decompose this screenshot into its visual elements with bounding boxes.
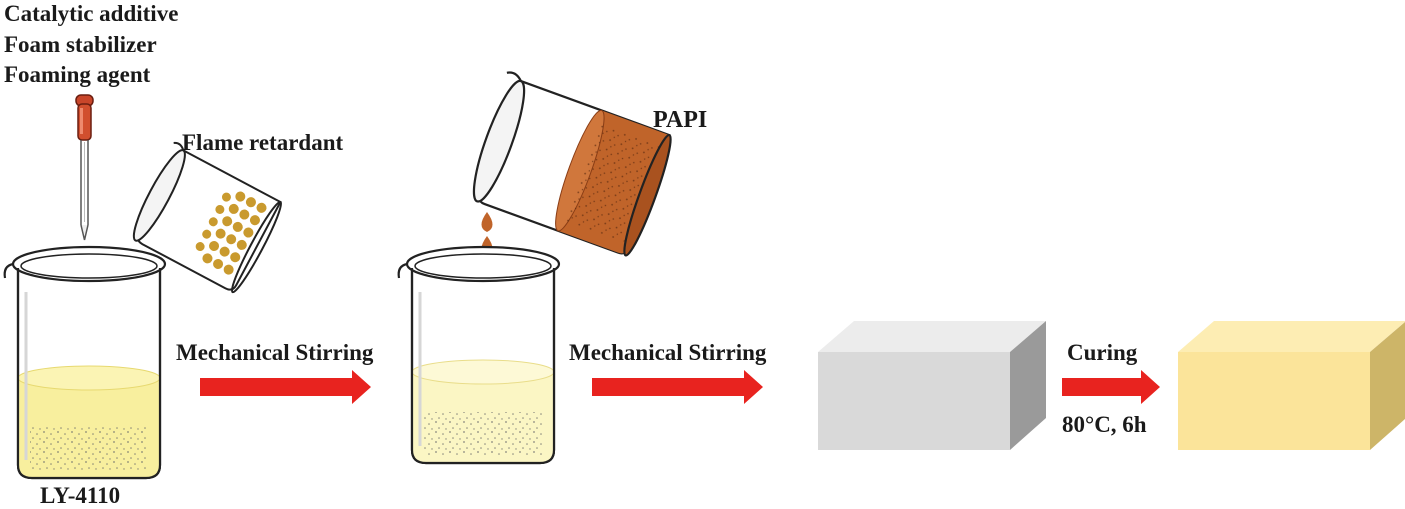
additive-labels: Catalytic additive Foam stabilizer Foami… [4,1,178,87]
beaker-icon [3,245,167,480]
beaker-icon [397,245,561,465]
additive-label-foaming: Foaming agent [4,62,151,87]
curing-label: Curing [1067,340,1138,365]
arrow-icon [200,370,371,404]
tilted-beaker-icon [472,71,672,257]
curing-condition-label: 80°C, 6h [1062,412,1147,437]
step2-label: Mechanical Stirring [569,340,767,365]
dropper-icon [75,94,94,241]
tilted-beaker-icon [132,141,283,294]
retardant-beads [195,191,267,275]
papi-label: PAPI [653,107,707,133]
foam-block-icon [1178,321,1405,450]
step1-label: Mechanical Stirring [176,340,374,365]
arrow-icon [592,370,763,404]
arrow-icon [1062,370,1160,404]
additive-label-stabilizer: Foam stabilizer [4,32,157,57]
flame-retardant-label: Flame retardant [182,130,344,155]
droplet-icon [481,212,493,232]
ly-4110-label: LY-4110 [40,483,120,508]
additive-label-catalytic: Catalytic additive [4,1,178,26]
foam-block-icon [818,321,1046,450]
